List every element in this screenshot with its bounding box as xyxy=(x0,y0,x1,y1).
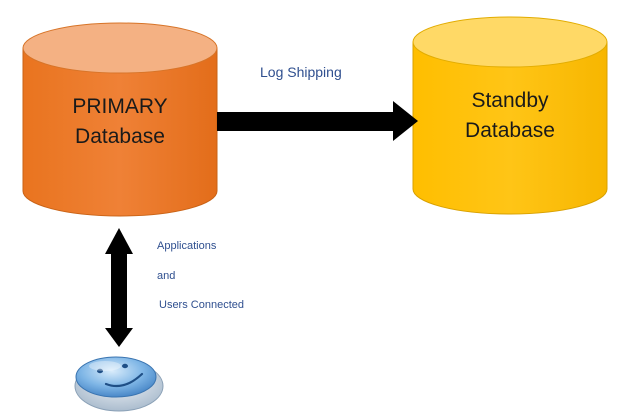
smiley-face-icon xyxy=(74,356,164,412)
connection-label-line1: Applications xyxy=(157,240,217,252)
log-shipping-label: Log Shipping xyxy=(260,64,342,80)
standby-database-label: Standby Database xyxy=(412,86,608,146)
log-shipping-arrow xyxy=(217,101,418,141)
primary-database-label: PRIMARY Database xyxy=(22,92,218,152)
primary-database-line1: PRIMARY xyxy=(72,95,168,118)
standby-database-line1: Standby xyxy=(471,89,549,112)
connection-label-line3: Users Connected xyxy=(159,299,244,311)
primary-database-line2: Database xyxy=(75,125,165,148)
connection-label-line2: and xyxy=(157,270,176,282)
primary-database-cylinder xyxy=(22,22,218,217)
standby-database-line2: Database xyxy=(465,119,555,142)
standby-database-cylinder xyxy=(412,16,608,215)
connection-arrow xyxy=(105,228,133,347)
